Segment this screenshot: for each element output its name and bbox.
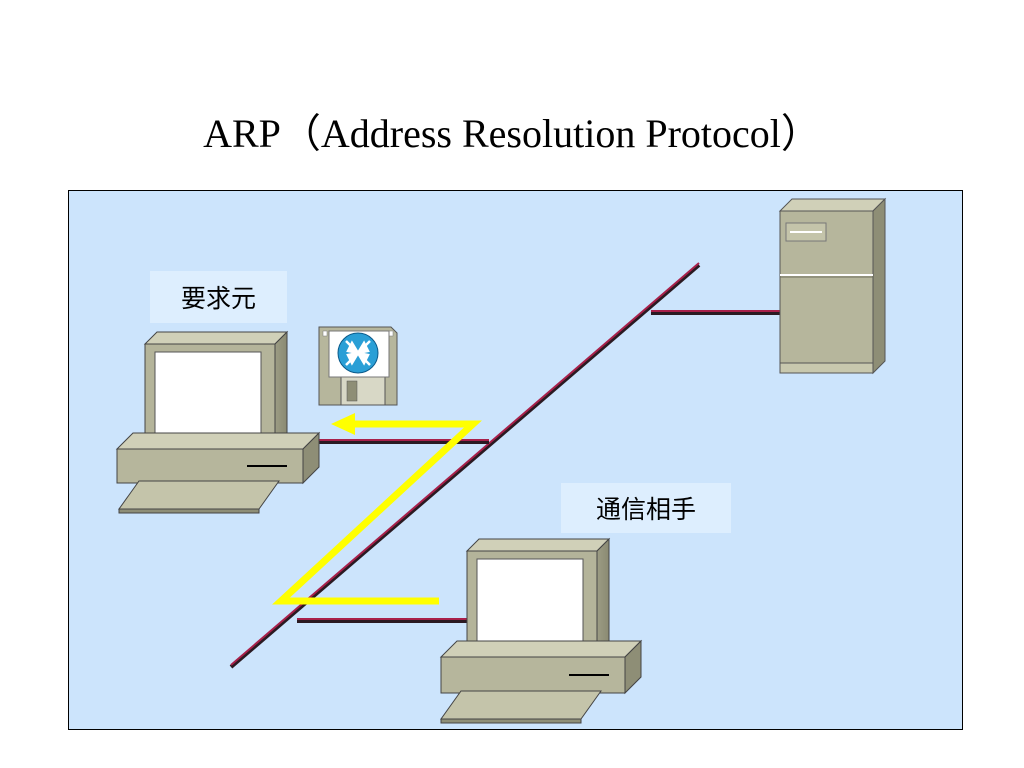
server-icon [778, 197, 887, 375]
target-label: 通信相手 [561, 483, 731, 533]
arp-path-arrow [272, 413, 482, 605]
arp-diagram: 要求元 通信相手 [68, 190, 963, 730]
requester-computer-icon [115, 330, 321, 514]
network-drawing [115, 197, 887, 724]
slide-title: ARP（Address Resolution Protocol） [203, 111, 821, 156]
branch-cable-server [651, 310, 781, 315]
requester-label: 要求元 [150, 271, 287, 323]
arp-cache-floppy-icon [318, 326, 398, 406]
target-computer-icon [439, 537, 643, 724]
branch-cable-requester [319, 439, 489, 444]
branch-cable-target [297, 618, 467, 623]
